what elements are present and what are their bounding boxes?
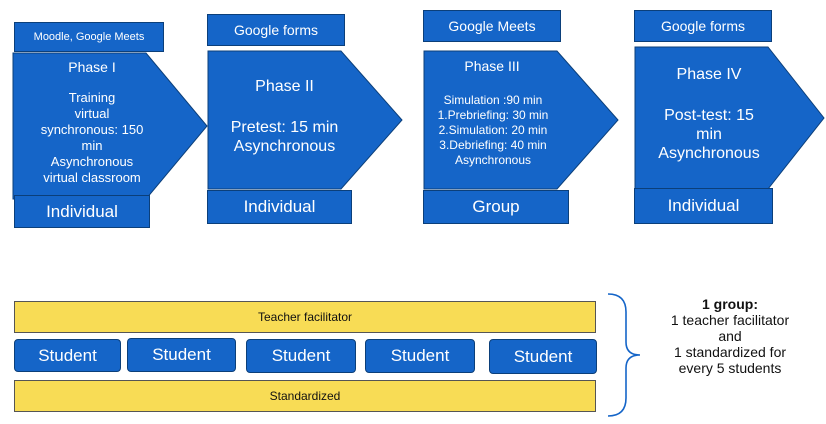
student-label: Student — [152, 345, 211, 364]
student-label: Student — [38, 345, 97, 365]
phase4-arrow: Phase IV Post-test: 15 min Asynchronous — [634, 46, 826, 190]
phase1-group-label: Individual — [46, 201, 118, 221]
phase1-tool-box: Moodle, Google Meets — [14, 22, 164, 52]
phase1-arrow-shape — [12, 52, 208, 200]
phase2-body: Pretest: 15 min Asynchronous — [230, 119, 339, 155]
phase4-tool-box: Google forms — [634, 10, 772, 42]
student-box-3: Student — [246, 339, 356, 373]
phase2-tool-box: Google forms — [207, 14, 345, 46]
phase1-group-box: Individual — [14, 195, 150, 228]
phase3-arrow: Phase III Simulation :90 min 1.Prebriefi… — [423, 50, 619, 190]
teacher-facilitator-bar: Teacher facilitator — [14, 301, 596, 333]
standardized-bar: Standardized — [14, 380, 596, 412]
summary-title: 1 group: — [702, 296, 758, 312]
phase2-title: Phase II — [255, 78, 314, 95]
student-box-5: Student — [489, 339, 597, 374]
phase2-group-label: Individual — [243, 197, 316, 216]
group-summary: 1 group: 1 teacher facilitator and 1 sta… — [650, 296, 810, 376]
phase4-tool-label: Google forms — [660, 18, 746, 34]
student-label: Student — [390, 346, 450, 365]
phase4-title: Phase IV — [676, 66, 742, 83]
phase3-tool-label: Google Meets — [448, 18, 536, 34]
phase3-tool-box: Google Meets — [423, 10, 561, 42]
phase2-group-box: Individual — [207, 190, 352, 224]
student-box-1: Student — [14, 339, 121, 372]
phase3-title: Phase III — [464, 58, 520, 74]
phase4-body: Post-test: 15 min Asynchronous — [658, 107, 760, 162]
phase4-group-box: Individual — [634, 188, 773, 224]
phase3-group-box: Group — [423, 190, 569, 224]
phase3-body: Simulation :90 min 1.Prebriefing: 30 min… — [437, 93, 549, 167]
phase3-group-label: Group — [472, 197, 520, 216]
phase4-arrow-shape — [634, 46, 825, 190]
phase2-arrow-shape — [207, 50, 403, 190]
standardized-label: Standardized — [269, 389, 341, 403]
curly-brace — [607, 293, 641, 417]
student-label: Student — [513, 346, 573, 366]
student-box-2: Student — [127, 338, 236, 372]
phase1-body: Training virtual synchronous: 150 min As… — [40, 90, 144, 185]
phase1-title: Phase I — [68, 59, 116, 75]
phase3-arrow-shape — [423, 50, 619, 190]
phase2-tool-label: Google forms — [233, 22, 319, 38]
summary-lines: 1 teacher facilitator and 1 standardized… — [670, 312, 790, 376]
teacher-facilitator-label: Teacher facilitator — [257, 310, 353, 324]
student-label: Student — [271, 346, 331, 365]
phase2-arrow: Phase II Pretest: 15 min Asynchronous — [207, 50, 403, 190]
phase1-tool-label: Moodle, Google Meets — [33, 31, 145, 43]
student-box-4: Student — [365, 339, 475, 373]
phase4-group-label: Individual — [667, 196, 740, 215]
phase1-arrow: Phase I Training virtual synchronous: 15… — [12, 52, 208, 200]
